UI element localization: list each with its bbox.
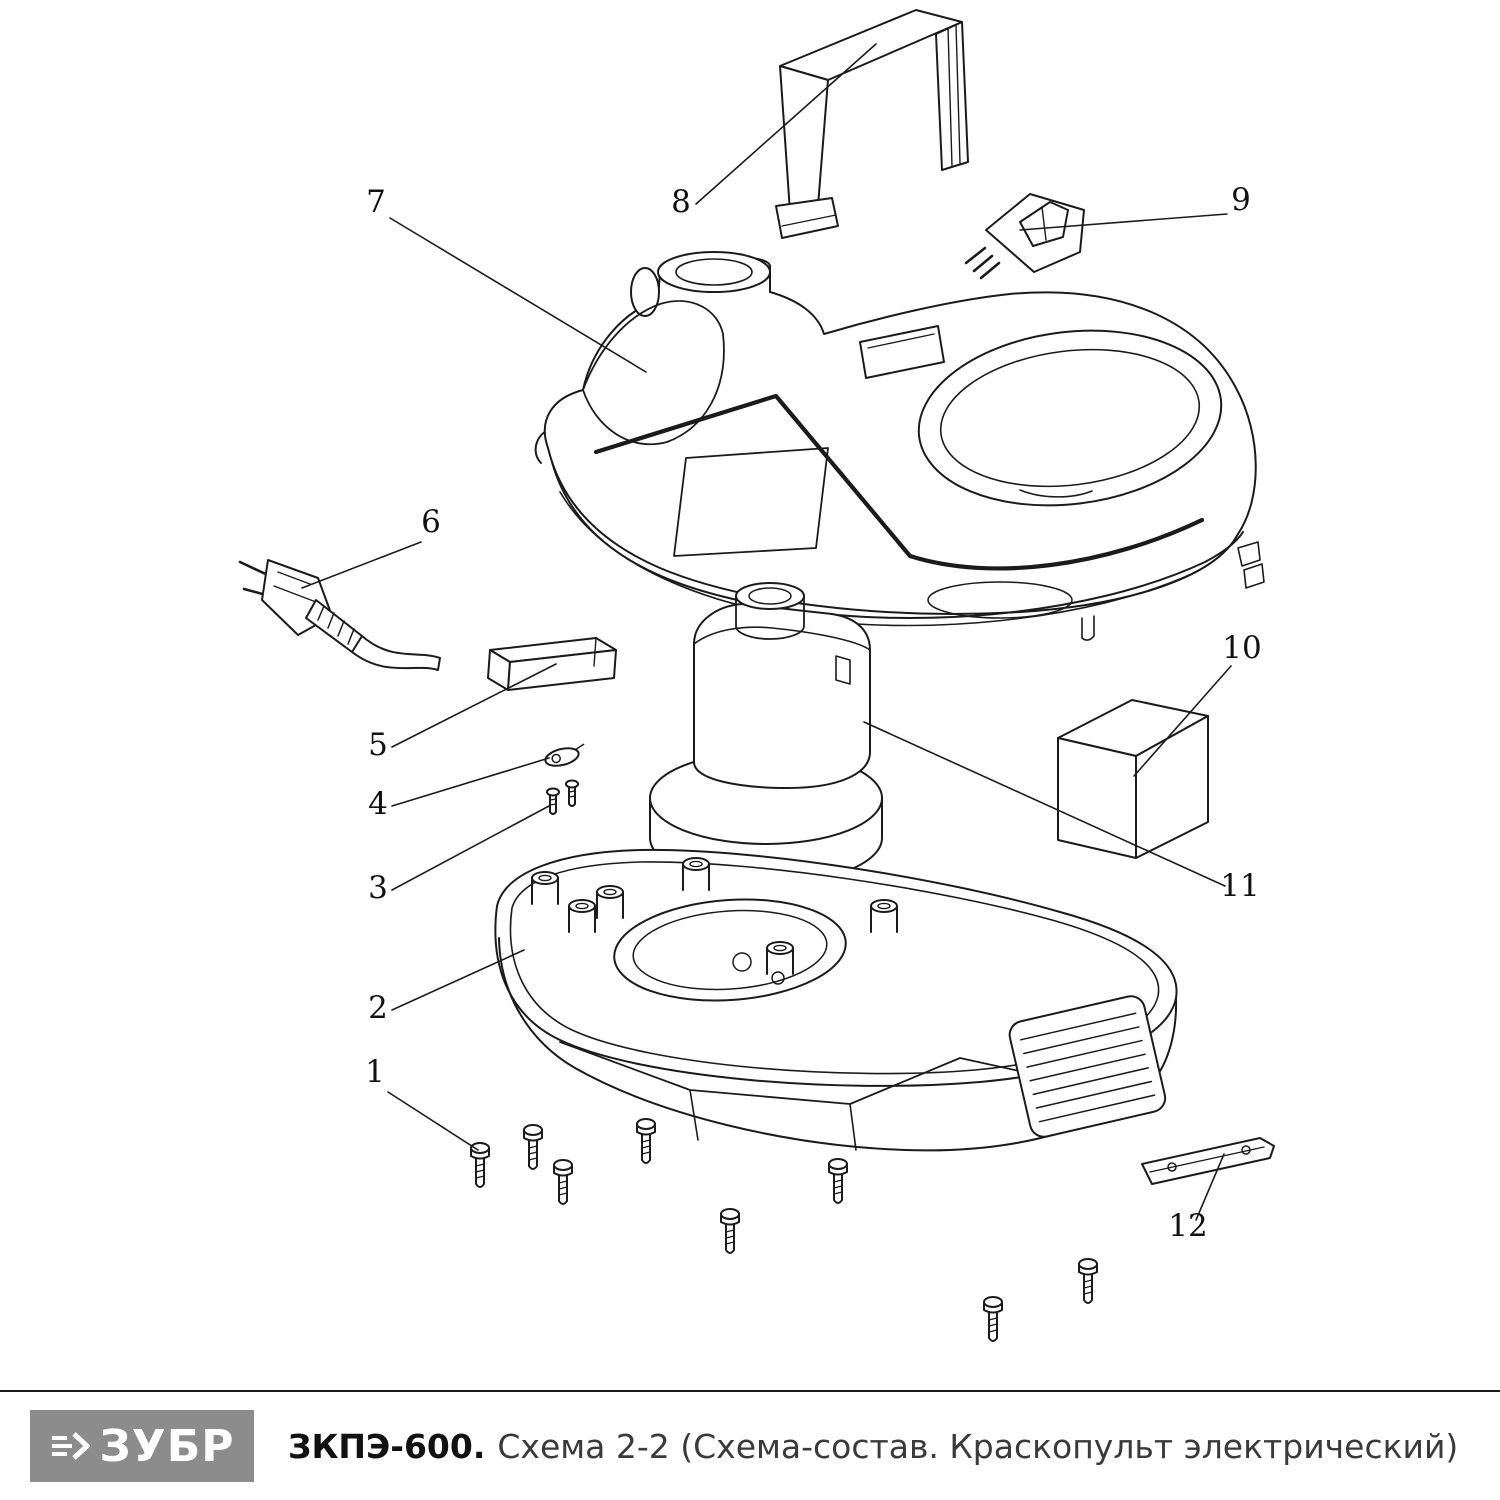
part-label-12: 12 [1168, 1208, 1207, 1244]
part-housing-screws [470, 1118, 1098, 1342]
part-motor-assembly [649, 582, 883, 885]
leader-line-1 [387, 1091, 479, 1151]
leader-line-4 [391, 757, 550, 807]
leader-line-3 [391, 805, 550, 891]
leader-line-6 [301, 541, 422, 589]
part-power-cord [238, 559, 441, 671]
part-label-7: 7 [366, 184, 386, 220]
part-upper-housing [534, 251, 1265, 641]
part-label-10: 10 [1222, 630, 1261, 666]
part-label-5: 5 [368, 727, 388, 763]
leader-line-9 [1019, 213, 1228, 231]
leader-line-2 [391, 949, 525, 1011]
leader-line-12 [1195, 1153, 1225, 1221]
part-label-11: 11 [1220, 868, 1259, 904]
leader-line-5 [391, 663, 557, 748]
part-lower-housing [494, 848, 1178, 1152]
zubr-logo: ЗУБР [30, 1410, 254, 1482]
leader-line-10 [1133, 665, 1232, 777]
part-nozzle-piece [487, 637, 617, 691]
part-label-3: 3 [368, 870, 388, 906]
part-label-9: 9 [1231, 182, 1251, 218]
part-switch [964, 193, 1085, 280]
part-label-8: 8 [671, 184, 691, 220]
zubr-logo-arrow-icon [51, 1432, 90, 1460]
schema-description: Схема 2-2 (Схема-состав. Краскопульт эле… [497, 1426, 1459, 1466]
part-filter-block [1057, 699, 1209, 859]
footer: ЗУБР ЗКПЭ-600. Схема 2-2 (Схема-состав. К… [0, 1390, 1500, 1500]
part-label-2: 2 [368, 990, 388, 1026]
leader-line-8 [695, 43, 877, 205]
zubr-logo-text: ЗУБР [99, 1420, 235, 1472]
part-label-6: 6 [421, 504, 441, 540]
part-label-1: 1 [365, 1054, 385, 1090]
leader-line-7 [389, 217, 647, 373]
part-clip [544, 743, 585, 767]
part-handle [775, 9, 969, 239]
part-bottom-plate [1141, 1137, 1275, 1185]
model-number: ЗКПЭ-600. [288, 1426, 486, 1466]
footer-caption: ЗКПЭ-600. Схема 2-2 (Схема-состав. Краско… [288, 1427, 1458, 1466]
leader-line-11 [863, 721, 1226, 887]
part-small-screws [546, 779, 579, 815]
part-label-4: 4 [368, 786, 388, 822]
